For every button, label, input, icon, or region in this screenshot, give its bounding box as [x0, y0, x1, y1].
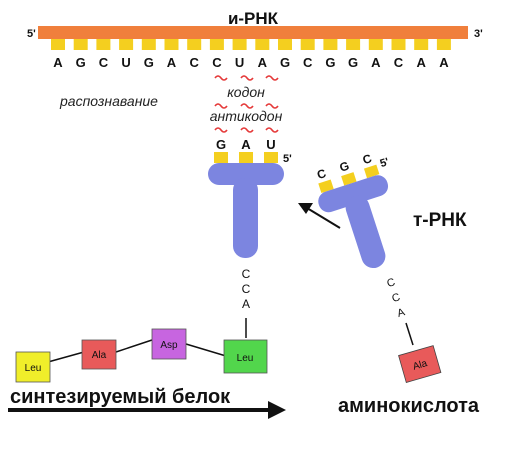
- peptide-residue-2: Ala: [81, 339, 117, 370]
- mrna-base: A: [258, 55, 268, 70]
- peptide-residue-3: Asp: [151, 328, 187, 360]
- mrna-tooth: [209, 39, 224, 50]
- mrna-tooth: [119, 39, 134, 50]
- mrna-tooth: [323, 39, 338, 50]
- peptide-residue-1-label: Leu: [25, 363, 42, 374]
- mrna-base: C: [99, 55, 109, 70]
- trna-bound-cca-3: A: [242, 297, 250, 311]
- trna-bound-cca-2: C: [242, 282, 251, 296]
- peptide-residue-2-label: Ala: [92, 350, 107, 361]
- peptide-bonds: [47, 339, 227, 363]
- trna-label: т-РНК: [413, 210, 467, 231]
- mrna-strand: [38, 26, 468, 39]
- peptide-residue-3-label: Asp: [160, 340, 178, 351]
- trna-bound-cca-1: C: [242, 267, 251, 281]
- mrna-tooth: [436, 39, 451, 50]
- mrna-tooth: [51, 39, 65, 50]
- mrna-base: C: [190, 55, 200, 70]
- mrna-tooth: [368, 39, 383, 50]
- trna-free-anticodon-2: G: [338, 159, 351, 175]
- mrna-tooth: [232, 39, 247, 50]
- mrna-tooth: [278, 39, 292, 50]
- mrna-base: G: [280, 55, 290, 70]
- approach-arrow-icon: [298, 203, 341, 229]
- mrna-base: U: [235, 55, 244, 70]
- trna-bound-stem: [233, 178, 258, 258]
- mrna-tooth: [300, 39, 315, 50]
- mrna-base: C: [303, 55, 313, 70]
- trna-bound: G A U 5' C C A: [208, 137, 292, 338]
- mrna-tooth: [346, 39, 361, 50]
- protein-direction-arrow-icon: [8, 401, 286, 419]
- mrna-base: G: [76, 55, 86, 70]
- mrna-tooth: [73, 39, 88, 50]
- mrna-tooth: [414, 39, 429, 50]
- mrna-base: A: [439, 55, 449, 70]
- mrna-base: C: [394, 55, 404, 70]
- trna-free-stem: [345, 195, 386, 269]
- trna-free-arm: [318, 175, 389, 213]
- trna-bound-anticodon-teeth: [214, 152, 278, 163]
- mrna-tooth: [187, 39, 202, 50]
- codon-pairing-wave-icon: [214, 75, 279, 133]
- codon-label: кодон: [227, 84, 265, 100]
- mrna-3-prime: 3': [474, 28, 483, 40]
- trna-free: C G C 5' C C A Ala: [315, 151, 442, 383]
- mrna-5-prime: 5': [27, 28, 36, 40]
- trna-bound-5-prime: 5': [283, 153, 292, 165]
- peptide-residue-1: Leu: [15, 351, 51, 383]
- amino-acid-label: аминокислота: [338, 395, 480, 417]
- mrna-title: и-РНК: [228, 9, 279, 28]
- mrna-base: G: [348, 55, 358, 70]
- free-amino-acid-label: Ala: [412, 358, 429, 373]
- recognition-label: распознавание: [59, 93, 158, 109]
- mrna-base: U: [121, 55, 130, 70]
- trna-free-anticodon-teeth: [318, 164, 380, 194]
- free-amino-acid-box: [398, 345, 442, 383]
- mrna-tooth: [391, 39, 406, 50]
- trna-bound-anticodon-3: U: [266, 137, 275, 152]
- trna-free-cca-3: A: [396, 306, 407, 320]
- trna-free-anticodon-1: C: [315, 166, 328, 182]
- mrna-base: A: [417, 55, 427, 70]
- mrna-base: A: [371, 55, 381, 70]
- mrna-tooth: [141, 39, 156, 50]
- trna-free-5-prime: 5': [379, 156, 391, 170]
- mrna-tooth: [164, 39, 179, 50]
- mrna-base: A: [167, 55, 177, 70]
- anticodon-label: антикодон: [210, 108, 283, 124]
- peptide-residue-4-label: Leu: [237, 353, 254, 364]
- mrna-tooth: [255, 39, 270, 50]
- trna-bound-anticodon-2: A: [241, 137, 251, 152]
- trna-free-link: [405, 322, 414, 346]
- peptide-chain: Leu Ala Asp Leu: [15, 328, 268, 383]
- mrna-base: G: [144, 55, 154, 70]
- peptide-residue-4: Leu: [223, 339, 268, 374]
- mrna-tooth: [96, 39, 111, 50]
- mrna-base: G: [325, 55, 335, 70]
- mrna-base-teeth: [51, 39, 451, 50]
- trna-free-cca-1: C: [385, 276, 396, 290]
- trna-free-cca-2: C: [390, 291, 401, 305]
- trna-bound-anticodon-1: G: [216, 137, 226, 152]
- protein-label: синтезируемый белок: [10, 386, 231, 408]
- trna-bound-arm: [208, 163, 284, 185]
- mrna-base: C: [212, 55, 222, 70]
- mrna-base: A: [53, 55, 63, 70]
- trna-free-anticodon-3: C: [361, 151, 374, 167]
